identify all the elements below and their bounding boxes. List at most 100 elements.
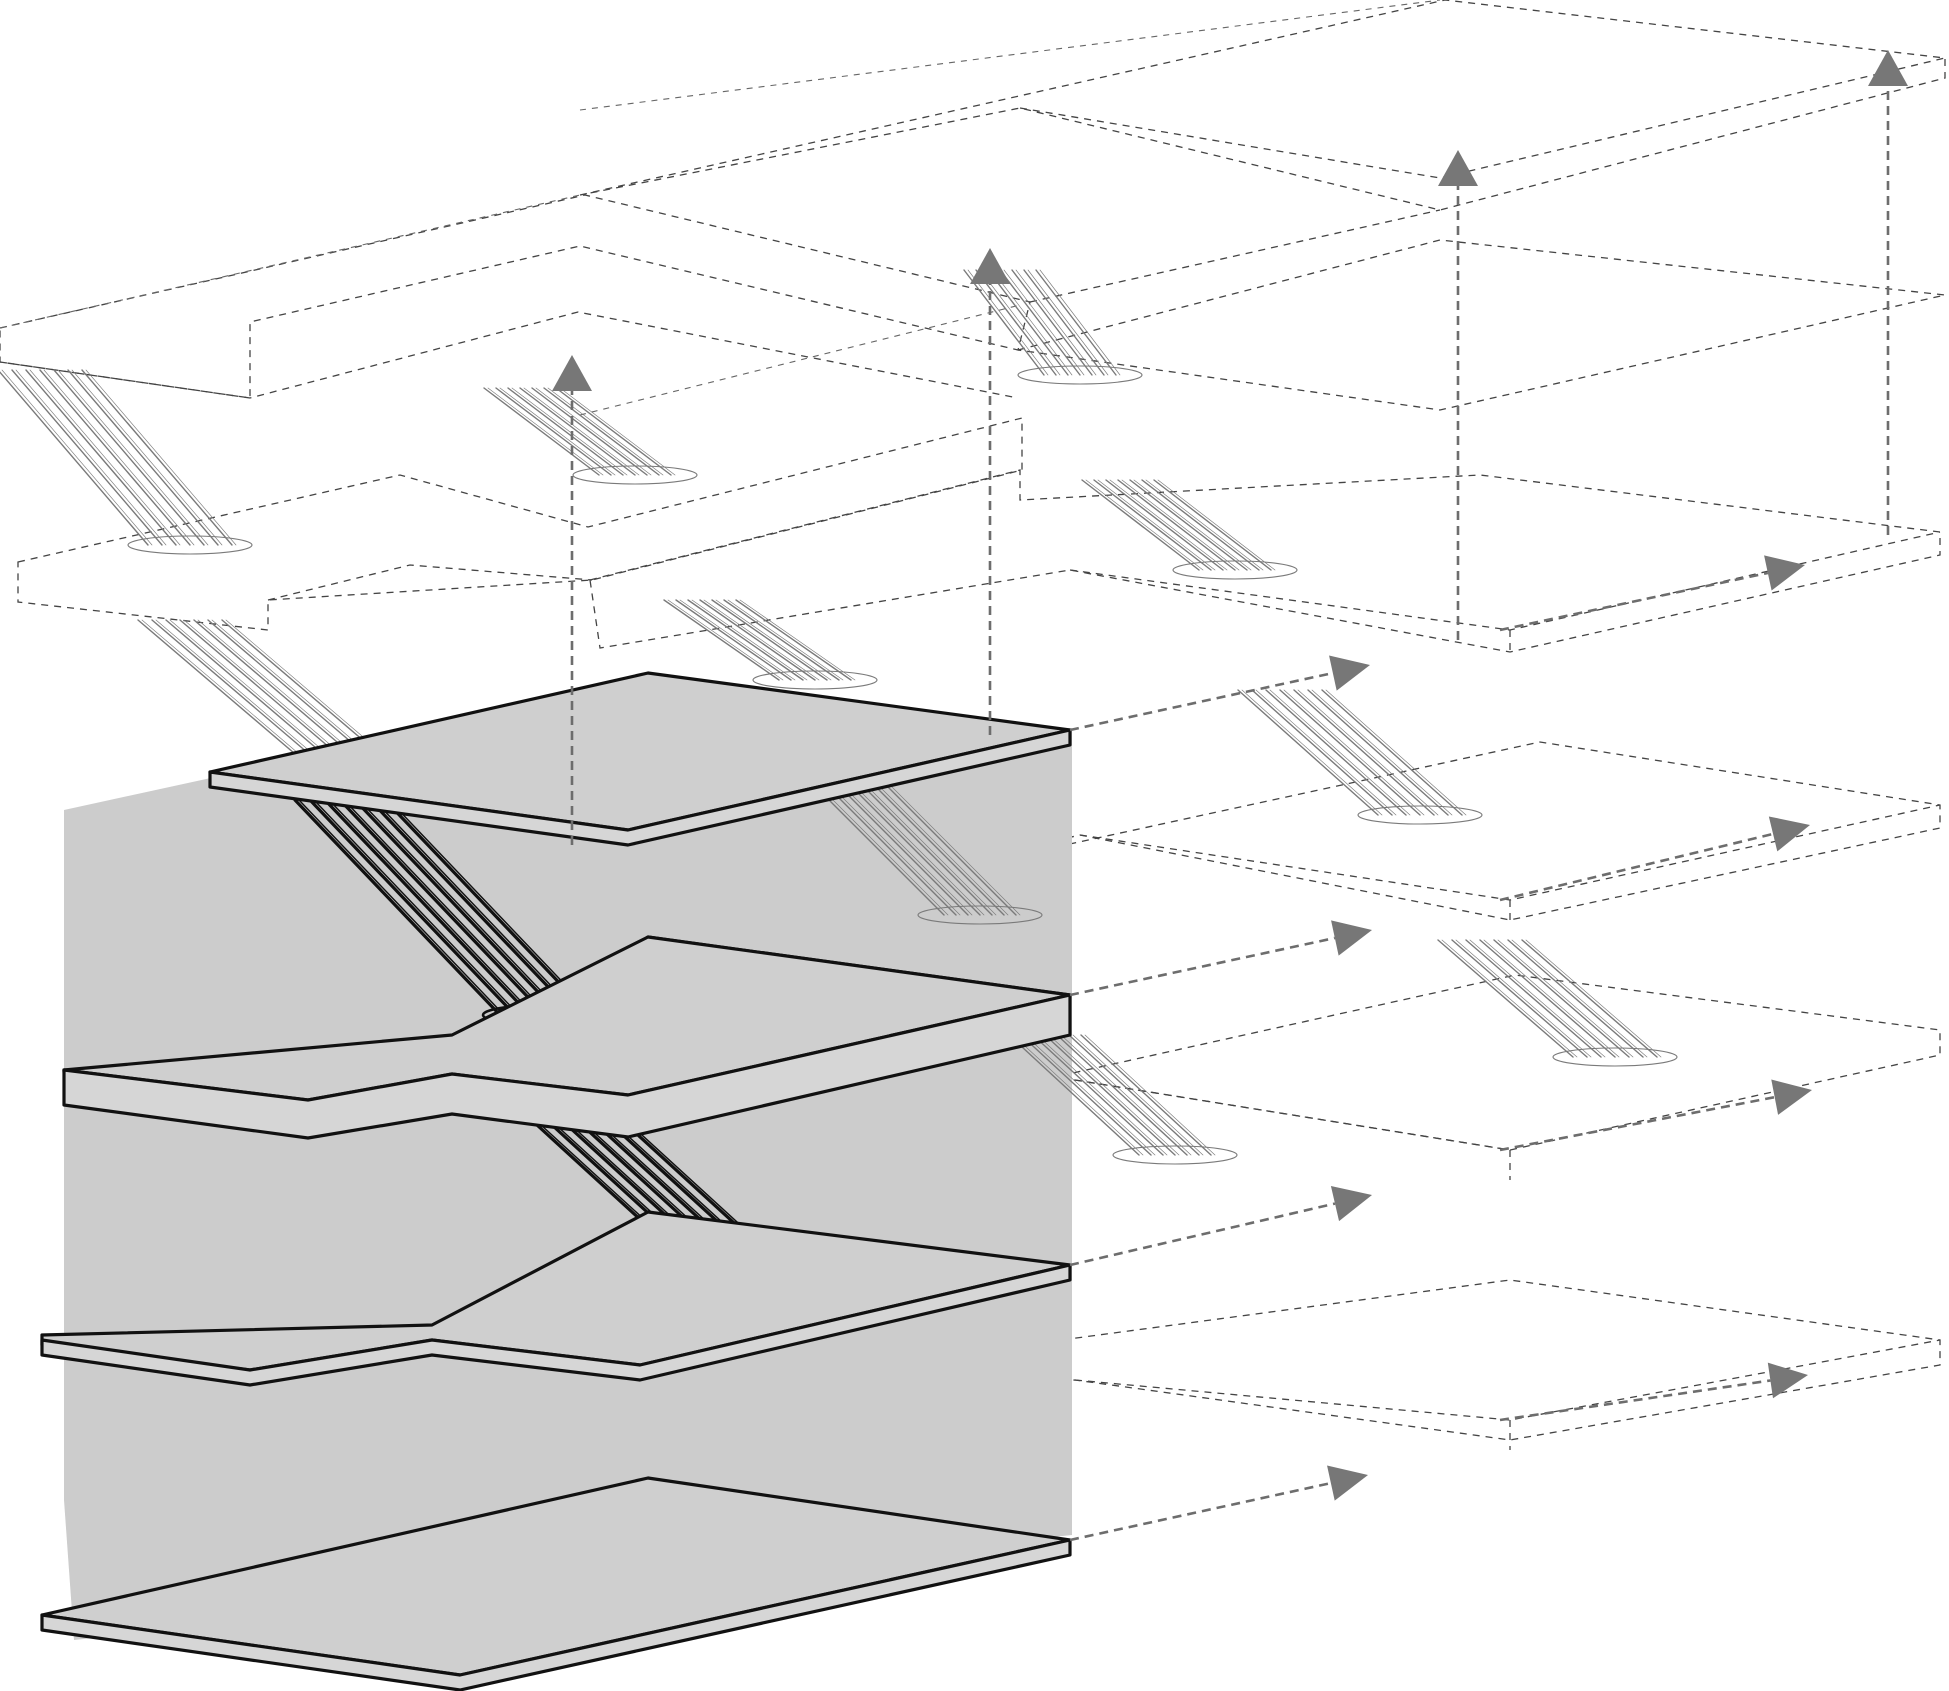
tube-strand: [1465, 939, 1602, 1058]
tube-strand: [667, 599, 784, 681]
tube-strand: [1479, 939, 1616, 1058]
tube-strand: [889, 784, 1021, 916]
tube-base-ellipse: [1017, 365, 1143, 385]
ghost-floor-edge: [1069, 531, 1941, 631]
tube-strand: [43, 369, 195, 546]
right-arrow-icon: [1767, 1362, 1808, 1399]
tube-strand: [691, 599, 808, 681]
tube-strand: [1024, 1034, 1156, 1156]
tube-strand: [1145, 479, 1264, 571]
ghost-tube-bundle: [0, 369, 253, 555]
tube-strand: [1255, 689, 1397, 816]
ghost-floor-edge: [267, 564, 593, 601]
tube-strand: [675, 599, 792, 681]
ghost-guide-line: [579, 0, 1441, 111]
tube-strand: [1027, 269, 1109, 376]
tube-strand: [81, 369, 233, 546]
tube-strand: [1293, 689, 1435, 816]
tube-strand: [1279, 689, 1421, 816]
horizontal-arrow: [1069, 1465, 1368, 1542]
tube-base-ellipse: [752, 670, 878, 690]
tube-strand: [531, 387, 648, 476]
tube-strand: [1497, 939, 1634, 1058]
tube-strand: [1507, 939, 1644, 1058]
tube-strand: [1157, 479, 1276, 571]
tube-strand: [85, 369, 237, 546]
tube-strand: [735, 599, 852, 681]
right-arrow-icon: [1327, 1465, 1368, 1501]
ghost-tube-bundle: [963, 269, 1143, 385]
tube-strand: [511, 387, 628, 476]
tube-strand: [1003, 269, 1085, 376]
tube-strand: [873, 784, 1005, 916]
tube-strand: [507, 387, 624, 476]
right-arrow-icon: [1768, 816, 1810, 852]
tube-strand: [137, 619, 309, 766]
ghost-tube-bundle: [483, 387, 698, 485]
tube-strand: [1081, 479, 1200, 571]
tube-strand: [1109, 479, 1228, 571]
tube-strand: [523, 387, 640, 476]
tube-strand: [1441, 939, 1578, 1058]
tube-strand: [1133, 479, 1252, 571]
vertical-arrow: [1438, 150, 1478, 640]
tube-strand: [1121, 479, 1240, 571]
tube-strand: [841, 784, 973, 916]
ghost-tube-bundle: [1081, 479, 1298, 580]
floor-slab-4-edge: [40, 1538, 1072, 1691]
tube-strand: [1032, 1034, 1164, 1156]
ghost-tube-bundle: [1008, 1034, 1238, 1165]
flow-arrows: [552, 50, 1908, 1542]
up-arrow-icon: [970, 248, 1010, 284]
ghost-floor: [579, 0, 1946, 211]
tube-strand: [197, 619, 369, 766]
tube-strand: [15, 369, 167, 546]
tube-strand: [727, 599, 844, 681]
horizontal-arrow: [1069, 655, 1370, 732]
tube-strand: [1311, 689, 1453, 816]
tube-strand: [967, 269, 1049, 376]
tube-strand: [1093, 479, 1212, 571]
ghost-tube-bundle: [813, 784, 1043, 925]
vertical-arrow: [552, 355, 592, 845]
tube-strand: [53, 369, 205, 546]
tube-strand: [1020, 1034, 1152, 1156]
tube-strand: [547, 387, 664, 476]
tube-strand: [559, 387, 676, 476]
tube-strand: [555, 387, 672, 476]
tube-strand: [1048, 1034, 1180, 1156]
tube-strand: [679, 599, 796, 681]
up-arrow-icon: [552, 355, 592, 391]
floor-slab-2-edge: [62, 993, 1072, 1140]
tube-strand: [1297, 689, 1439, 816]
ghost-floor-edge: [1079, 804, 1941, 901]
right-arrow-icon: [1771, 1079, 1812, 1115]
tube-strand: [1307, 689, 1449, 816]
horizontal-arrow: [1499, 1079, 1812, 1152]
tube-strand: [388, 799, 595, 1016]
tube-strand: [298, 799, 505, 1016]
tube-strand: [825, 784, 957, 916]
tube-strand: [543, 387, 660, 476]
tube-strand: [343, 799, 550, 1016]
tube-strand: [519, 387, 636, 476]
tube-strand: [885, 784, 1017, 916]
tube-strand: [1241, 689, 1383, 816]
tube-strand: [373, 799, 580, 1016]
tube-strand: [1015, 269, 1097, 376]
ghost-tube-bundle: [1237, 689, 1483, 825]
tube-strand: [1097, 479, 1216, 571]
tube-strand: [495, 387, 612, 476]
ghost-tube-bundle: [663, 599, 878, 690]
tube-strand: [1251, 689, 1393, 816]
tube-strand: [151, 619, 323, 766]
tube-strand: [358, 799, 565, 1016]
tube-strand: [1080, 1034, 1212, 1156]
arrow-shaft: [1499, 1095, 1775, 1152]
right-arrow-icon: [1331, 920, 1372, 956]
tube-strand: [1521, 939, 1658, 1058]
tube-strand: [711, 599, 828, 681]
tube-strand: [1451, 939, 1588, 1058]
ghost-floor-edge: [1074, 1079, 1511, 1151]
tube-strand: [499, 387, 616, 476]
